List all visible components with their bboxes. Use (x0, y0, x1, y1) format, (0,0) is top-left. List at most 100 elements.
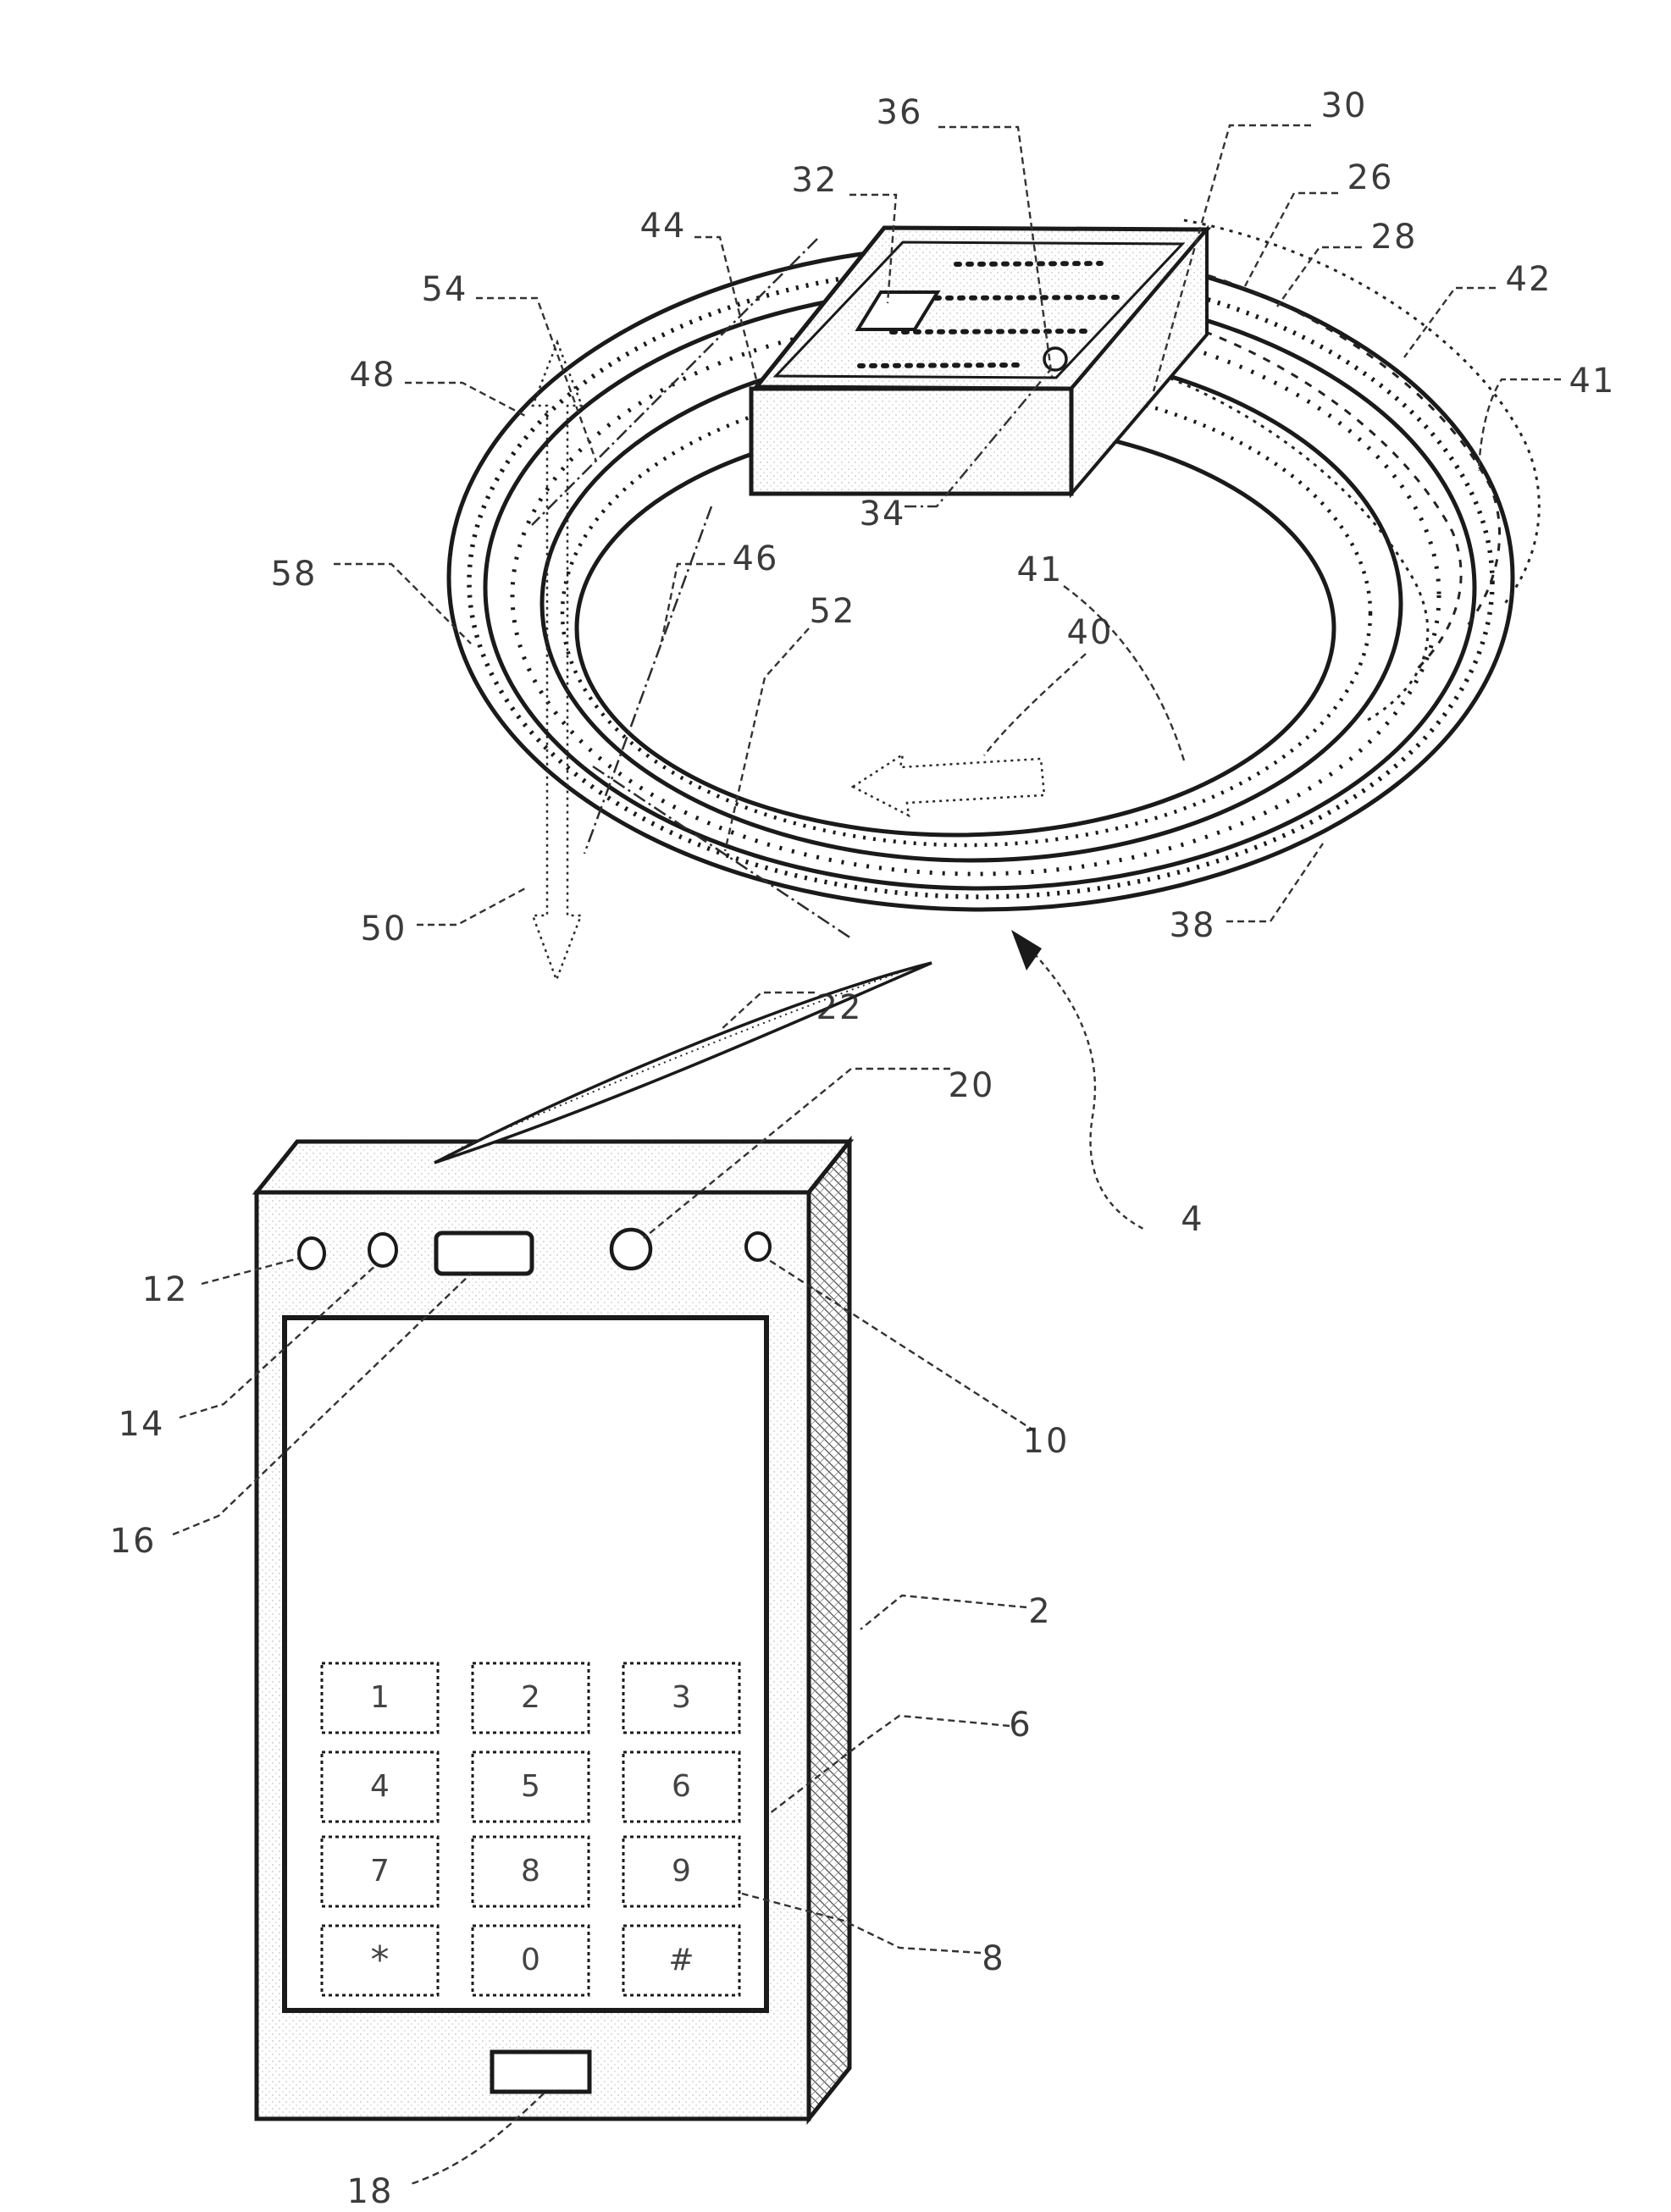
ref-label-22: 22 (816, 988, 863, 1027)
key-hash (622, 1924, 741, 1997)
key-1 (320, 1662, 440, 1734)
ref-label-20: 20 (948, 1066, 995, 1105)
leader-54 (476, 296, 598, 462)
key-8-label: 8 (521, 1854, 540, 1888)
leader-40 (983, 653, 1087, 756)
leader-46 (660, 562, 725, 643)
leader-26 (1243, 191, 1338, 287)
arrowhead-4 (1011, 930, 1042, 971)
key-hash-label: # (668, 1943, 694, 1977)
ref-label-40: 40 (1066, 613, 1114, 652)
stylus-hatch-line (461, 967, 914, 1148)
ref-label-28: 28 (1370, 218, 1418, 257)
leader-6 (768, 1714, 1010, 1815)
left-block-arrow (850, 752, 1046, 818)
phone-sensor-3 (744, 1231, 772, 1262)
ref-label-42: 42 (1505, 260, 1552, 299)
axis-line-52 (592, 765, 852, 940)
leader-48 (405, 381, 528, 418)
leader-34 (905, 369, 1051, 508)
ref-label-26: 26 (1347, 158, 1394, 197)
phone-speaker (434, 1230, 534, 1276)
key-8 (471, 1835, 590, 1908)
leader-12 (201, 1257, 299, 1286)
stylus (434, 961, 932, 1164)
key-1-label: 1 (370, 1680, 390, 1715)
phone-mic-slot (490, 2049, 592, 2094)
keypad (320, 1662, 741, 1997)
axis-line-54 (531, 238, 818, 526)
key-4 (320, 1750, 440, 1823)
key-0 (471, 1924, 590, 1997)
ref-label-41-right: 41 (1569, 362, 1616, 401)
band-dash-row (1161, 261, 1502, 628)
key-2-label: 2 (521, 1680, 540, 1715)
key-3-label: 3 (672, 1680, 691, 1715)
ref-label-30: 30 (1320, 86, 1368, 125)
leader-14 (179, 1263, 379, 1419)
box-sensor-dot-rows (857, 261, 1127, 368)
ref-label-50: 50 (360, 910, 407, 948)
ref-label-41-mid: 41 (1016, 550, 1064, 589)
leader-4 (1014, 932, 1146, 1231)
box-top-rim (772, 241, 1186, 379)
phone-side-face (806, 1135, 852, 2126)
phone-camera (609, 1227, 653, 1271)
leader-28 (1276, 246, 1362, 307)
ref-label-46: 46 (732, 539, 779, 578)
ref-label-16: 16 (109, 1522, 157, 1561)
ref-label-52: 52 (809, 592, 856, 631)
key-5 (471, 1750, 590, 1823)
leader-8 (741, 1892, 982, 1955)
ref-label-58: 58 (270, 555, 318, 594)
stylus-body (434, 961, 932, 1164)
key-7 (320, 1835, 440, 1908)
box-button-34 (1043, 346, 1068, 372)
ref-label-18: 18 (346, 2172, 394, 2211)
leader-44 (694, 235, 759, 384)
ring-dot-row-middle (510, 314, 1441, 877)
leader-50 (417, 886, 528, 926)
key-6 (622, 1750, 741, 1823)
key-3 (622, 1662, 741, 1734)
ref-label-12: 12 (141, 1270, 189, 1309)
ref-label-14: 14 (118, 1405, 165, 1444)
ref-label-44: 44 (639, 207, 687, 246)
key-9 (622, 1835, 741, 1908)
leader-2 (860, 1594, 1027, 1630)
ref-label-48: 48 (349, 356, 396, 395)
leader-32 (849, 193, 898, 304)
sensor-band (1126, 218, 1541, 723)
leader-41-right (1477, 378, 1561, 472)
ref-label-54: 54 (421, 270, 468, 309)
sensor-module-box (749, 224, 1212, 499)
key-0-label: 0 (521, 1943, 540, 1977)
leader-20 (643, 1067, 950, 1239)
ref-label-10: 10 (1022, 1422, 1070, 1461)
box-window-32 (855, 290, 941, 331)
vertical-double-arrow (531, 339, 584, 983)
band-upper-boundary (1183, 218, 1541, 606)
phone-sensor-1 (297, 1236, 326, 1270)
ref-label-34: 34 (859, 495, 906, 534)
leader-36 (938, 125, 1054, 378)
key-star (320, 1924, 440, 1997)
key-7-label: 7 (370, 1854, 390, 1888)
leader-lines (172, 124, 1561, 2187)
band-lower-boundary (1126, 361, 1430, 723)
leader-38 (1226, 843, 1324, 923)
axis-line-46 (583, 506, 713, 854)
key-2 (471, 1662, 590, 1734)
ref-label-2: 2 (1028, 1592, 1052, 1631)
key-5-label: 5 (521, 1769, 540, 1804)
leader-22 (720, 991, 815, 1031)
ring-dot-row-outer (467, 264, 1495, 899)
phone-sensor-2 (368, 1232, 398, 1268)
key-9-label: 9 (672, 1854, 691, 1888)
band-dash-row (1143, 310, 1463, 675)
ref-label-8: 8 (982, 1939, 1005, 1978)
leader-16 (172, 1273, 472, 1536)
key-star-label: * (370, 1938, 390, 1982)
